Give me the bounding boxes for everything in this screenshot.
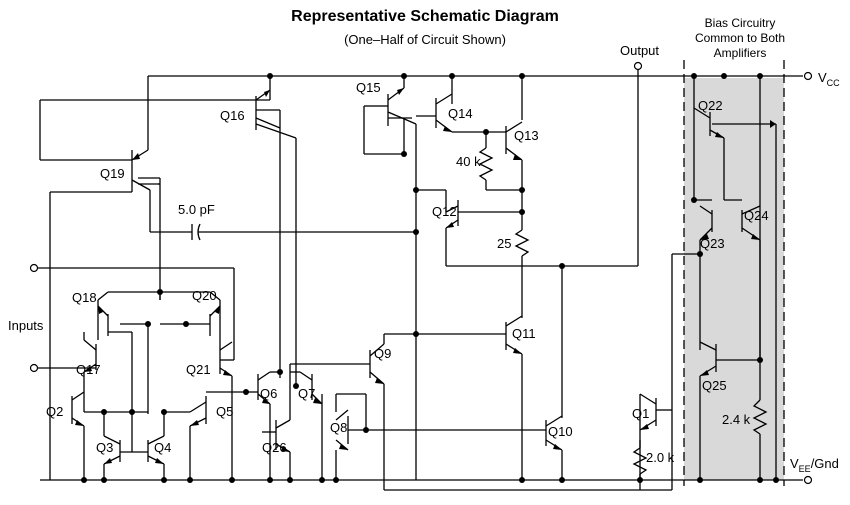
q23-label: Q23 [700,236,725,251]
q14-label: Q14 [448,106,473,121]
resistor-2k-label: 2.0 k [646,450,675,465]
q17-label: Q17 [76,362,101,377]
q15-label: Q15 [356,80,381,95]
q20-label: Q20 [192,288,217,303]
q21-label: Q21 [186,362,211,377]
q22-label: Q22 [698,98,723,113]
bias-circuitry-label: Bias Circuitry Common to Both Amplifiers [680,16,800,61]
vcc-label: VCC [818,70,840,88]
bias-label-line-2: Common to Both [694,31,786,45]
q24-label: Q24 [744,208,769,223]
q8-label: Q8 [330,420,347,435]
vee-terminal [803,475,813,485]
q4-label: Q4 [154,440,171,455]
q10-label: Q10 [548,424,573,439]
vcc-terminal [803,71,813,81]
output-label: Output [620,43,659,58]
q5-label: Q5 [216,404,233,419]
q1-label: Q1 [632,406,649,421]
q2-label: Q2 [46,404,63,419]
q6-label: Q6 [260,386,277,401]
q18-label: Q18 [72,290,97,305]
input-terminal-upper [29,263,39,273]
capacitor-label: 5.0 pF [178,202,215,217]
q12-label: Q12 [432,204,457,219]
junction-dots [81,73,779,483]
bias-label-line-1: Bias Circuitry [704,16,776,30]
inputs-label: Inputs [8,318,44,333]
q19-label: Q19 [100,166,125,181]
terminals [29,61,813,485]
resistor-40k-label: 40 k [456,154,481,169]
q7-label: Q7 [298,386,315,401]
q16-label: Q16 [220,108,245,123]
resistor-25-label: 25 [497,236,511,251]
input-terminal-lower [29,363,39,373]
q3-label: Q3 [96,440,113,455]
diagram-title: Representative Schematic Diagram [291,8,559,25]
q26-label: Q26 [262,440,287,455]
output-terminal [633,61,643,71]
bias-region [684,78,784,480]
emitter-arrows [75,88,776,464]
vee-label: VEE/Gnd [790,456,839,474]
diagram-subtitle: (One–Half of Circuit Shown) [344,32,506,47]
resistor-2-4k-label: 2.4 k [722,412,751,427]
bias-label-line-3: Amplifiers [713,46,767,60]
q11-label: Q11 [512,326,536,341]
q13-label: Q13 [514,128,539,143]
q9-label: Q9 [374,346,391,361]
q25-label: Q25 [702,378,727,393]
